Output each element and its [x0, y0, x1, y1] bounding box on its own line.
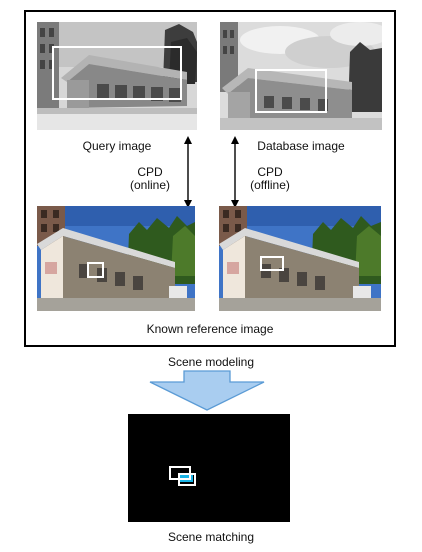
cpd-offline-line1: CPD	[257, 165, 283, 179]
cpd-offline-arrow	[231, 136, 239, 208]
reference-image-right	[219, 206, 381, 311]
scene-matching-panel	[128, 414, 290, 522]
query-image	[37, 22, 197, 130]
known-reference-label: Known reference image	[146, 322, 274, 336]
cpd-online-label: CPD (online)	[120, 166, 180, 192]
cpd-online-arrow	[184, 136, 192, 208]
cpd-offline-label: CPD (offline)	[240, 166, 300, 192]
scene-modeling-label: Scene modeling	[167, 355, 255, 369]
reference-image-left	[37, 206, 195, 311]
scene-matching-label: Scene matching	[167, 530, 255, 544]
cpd-online-line2: (online)	[129, 178, 171, 192]
database-image-label: Database image	[257, 139, 345, 153]
cpd-offline-line2: (offline)	[250, 178, 290, 192]
query-image-label: Query image	[82, 139, 152, 153]
outer-frame	[24, 10, 396, 347]
scene-modeling-arrow	[149, 370, 265, 411]
cpd-online-line1: CPD	[137, 165, 163, 179]
database-image	[220, 22, 382, 130]
